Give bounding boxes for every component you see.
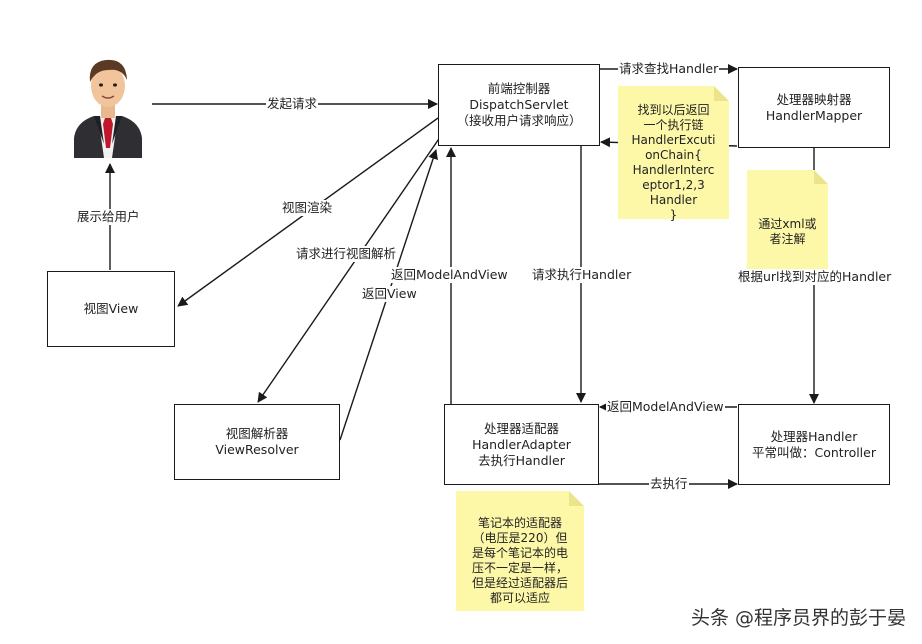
note-fold-icon bbox=[814, 170, 828, 184]
adapter-note: 笔记本的适配器 （电压是220）但 是每个笔记本的电 压不一定是一样， 但是经过… bbox=[456, 491, 584, 611]
view-text: 视图View bbox=[83, 301, 139, 316]
user-avatar-icon bbox=[74, 59, 142, 158]
xml-note: 通过xml或 者注解 bbox=[747, 170, 828, 269]
xml-note-text: 通过xml或 者注解 bbox=[758, 217, 817, 246]
handler-adapter-box: 处理器适配器 HandlerAdapter 去执行Handler bbox=[444, 404, 599, 485]
label-view-render: 视图渲染 bbox=[281, 200, 334, 216]
label-go-exec: 去执行 bbox=[649, 476, 689, 492]
handler-text: 处理器Handler 平常叫做：Controller bbox=[752, 428, 876, 460]
handler-mapper-text: 处理器映射器 HandlerMapper bbox=[765, 91, 863, 123]
view-resolver-box: 视图解析器 ViewResolver bbox=[174, 404, 340, 480]
handler-box: 处理器Handler 平常叫做：Controller bbox=[738, 404, 890, 485]
label-request-resolve: 请求进行视图解析 bbox=[295, 246, 398, 262]
dispatcher-servlet-box: 前端控制器 DispatchServlet （接收用户请求响应） bbox=[438, 64, 600, 146]
label-show-user: 展示给用户 bbox=[76, 209, 141, 225]
label-return-view: 返回View bbox=[361, 286, 418, 302]
view-box: 视图View bbox=[47, 271, 175, 347]
label-send-request: 发起请求 bbox=[266, 96, 319, 112]
note-fold-icon bbox=[714, 86, 729, 101]
watermark: 头条 @程序员界的彭于晏 bbox=[690, 607, 906, 629]
label-return-mav-left: 返回ModelAndView bbox=[390, 267, 509, 283]
adapter-note-text: 笔记本的适配器 （电压是220）但 是每个笔记本的电 压不一定是一样， 但是经过… bbox=[471, 516, 568, 605]
arrow-request-resolve bbox=[257, 129, 446, 403]
note-fold-icon bbox=[569, 491, 584, 506]
chain-note-text: 找到以后返回 一个执行链 HandlerExcuti onChain{ Hand… bbox=[631, 103, 716, 222]
label-exec-handler: 请求执行Handler bbox=[531, 267, 633, 283]
chain-note: 找到以后返回 一个执行链 HandlerExcuti onChain{ Hand… bbox=[618, 86, 729, 222]
dispatcher-servlet-text: 前端控制器 DispatchServlet （接收用户请求响应） bbox=[456, 81, 582, 128]
handler-adapter-text: 处理器适配器 HandlerAdapter 去执行Handler bbox=[472, 420, 571, 468]
handler-mapper-box: 处理器映射器 HandlerMapper bbox=[738, 67, 890, 148]
view-resolver-text: 视图解析器 ViewResolver bbox=[215, 426, 299, 457]
label-return-mav-right: 返回ModelAndView bbox=[606, 399, 725, 415]
label-find-handler: 请求查找Handler bbox=[618, 61, 720, 77]
label-find-by-url: 根据url找到对应的Handler bbox=[737, 269, 893, 285]
